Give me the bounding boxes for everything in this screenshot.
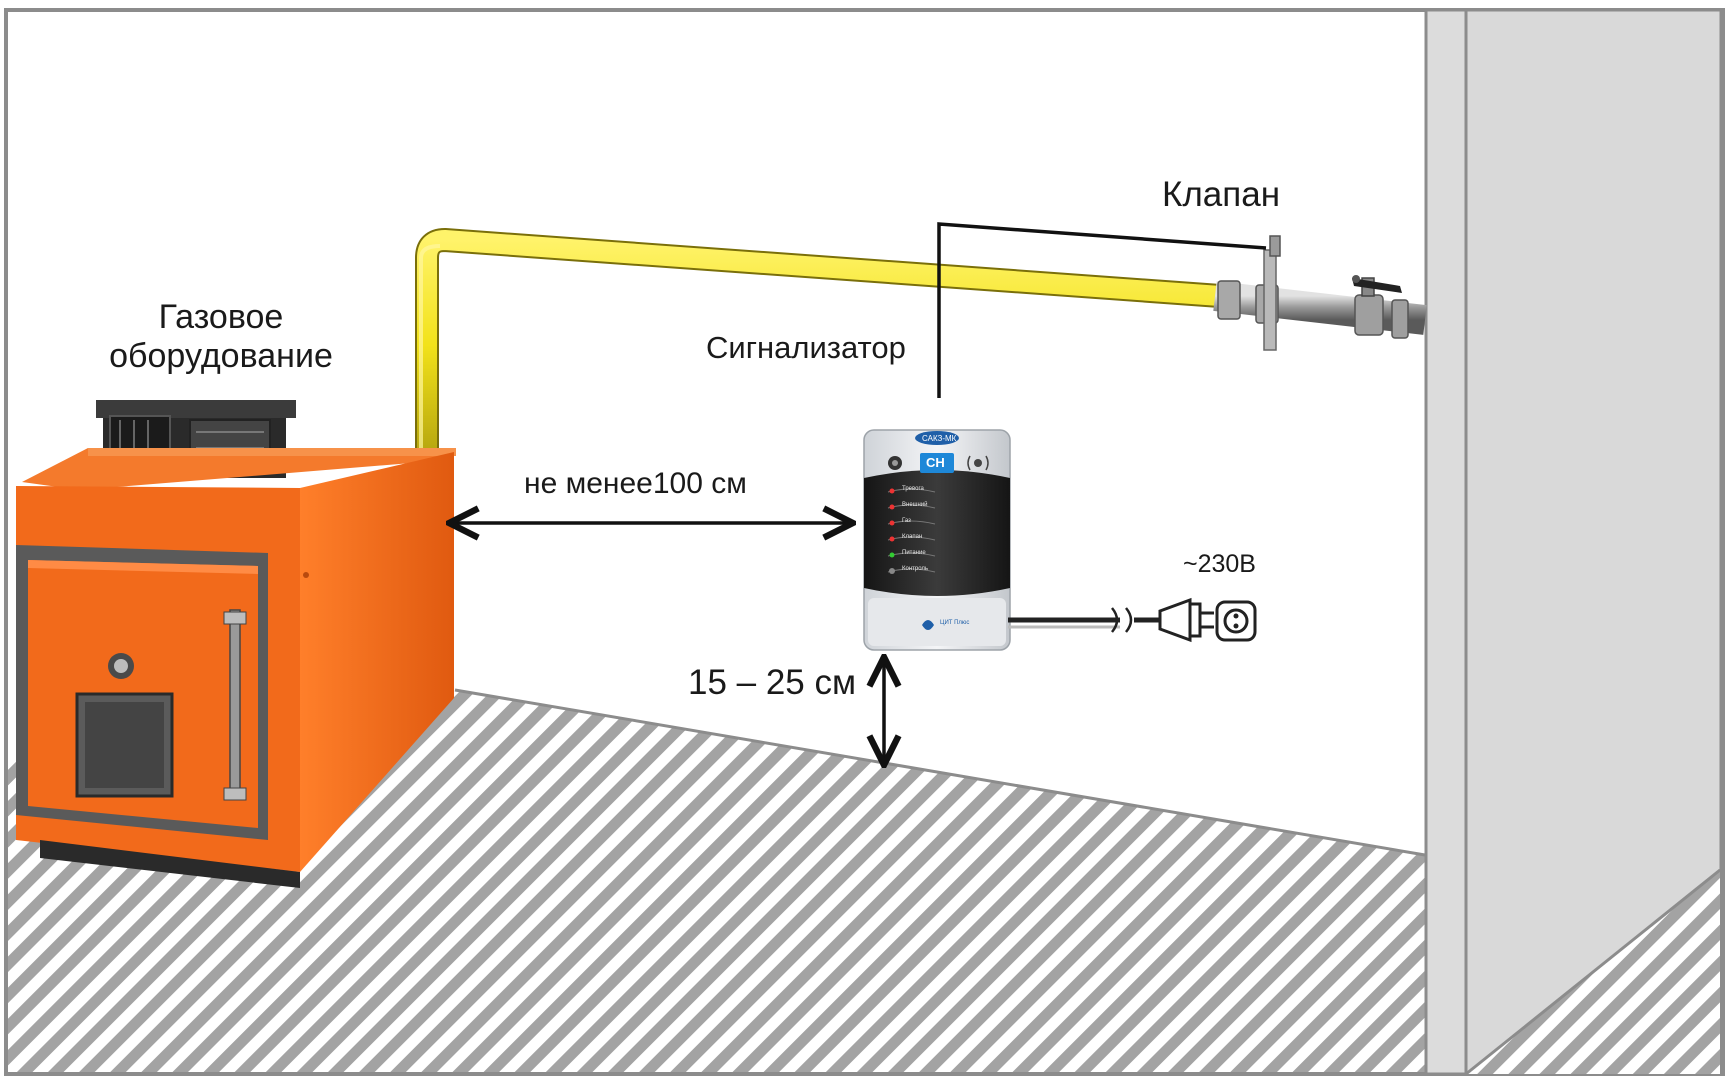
indicator-label: Контроль [902,566,929,572]
gas-pipe [415,228,1221,450]
boiler-label: Газовое оборудование [96,298,346,376]
device-maker-logo: ЦИТ Плюс [940,620,970,626]
door-frame [1424,8,1468,1076]
indicator-label: Питание [902,550,926,556]
height-label: 15 – 25 см [688,663,857,702]
door-panel [1464,8,1723,1076]
device-gas-label: CH [926,455,945,470]
gas-alarm-device [863,429,1011,651]
power-cable [1008,607,1160,633]
boiler-label-line1: Газовое [158,298,284,336]
floor-edge [454,688,1426,857]
valve-label: Клапан [1162,175,1281,214]
valve-icon [1213,235,1427,351]
boiler-label-line2: оборудование [109,337,333,376]
distance-label: не менее100 см [524,467,747,500]
indicator-label: Клапан [902,534,923,540]
door-floor-edge [1465,868,1721,1076]
alarm-label: Сигнализатор [706,330,906,365]
signal-wire [937,222,1267,398]
indicator-label: Тревога [902,486,924,492]
voltage-label: ~230В [1183,550,1256,578]
power-plug-icon [1158,597,1214,643]
device-brand-logo: САКЗ-МК [922,434,957,443]
indicator-label: Газ [902,518,911,524]
gas-boiler [16,400,456,888]
socket-icon [1215,600,1257,642]
indicator-label: Внешний [902,502,928,508]
